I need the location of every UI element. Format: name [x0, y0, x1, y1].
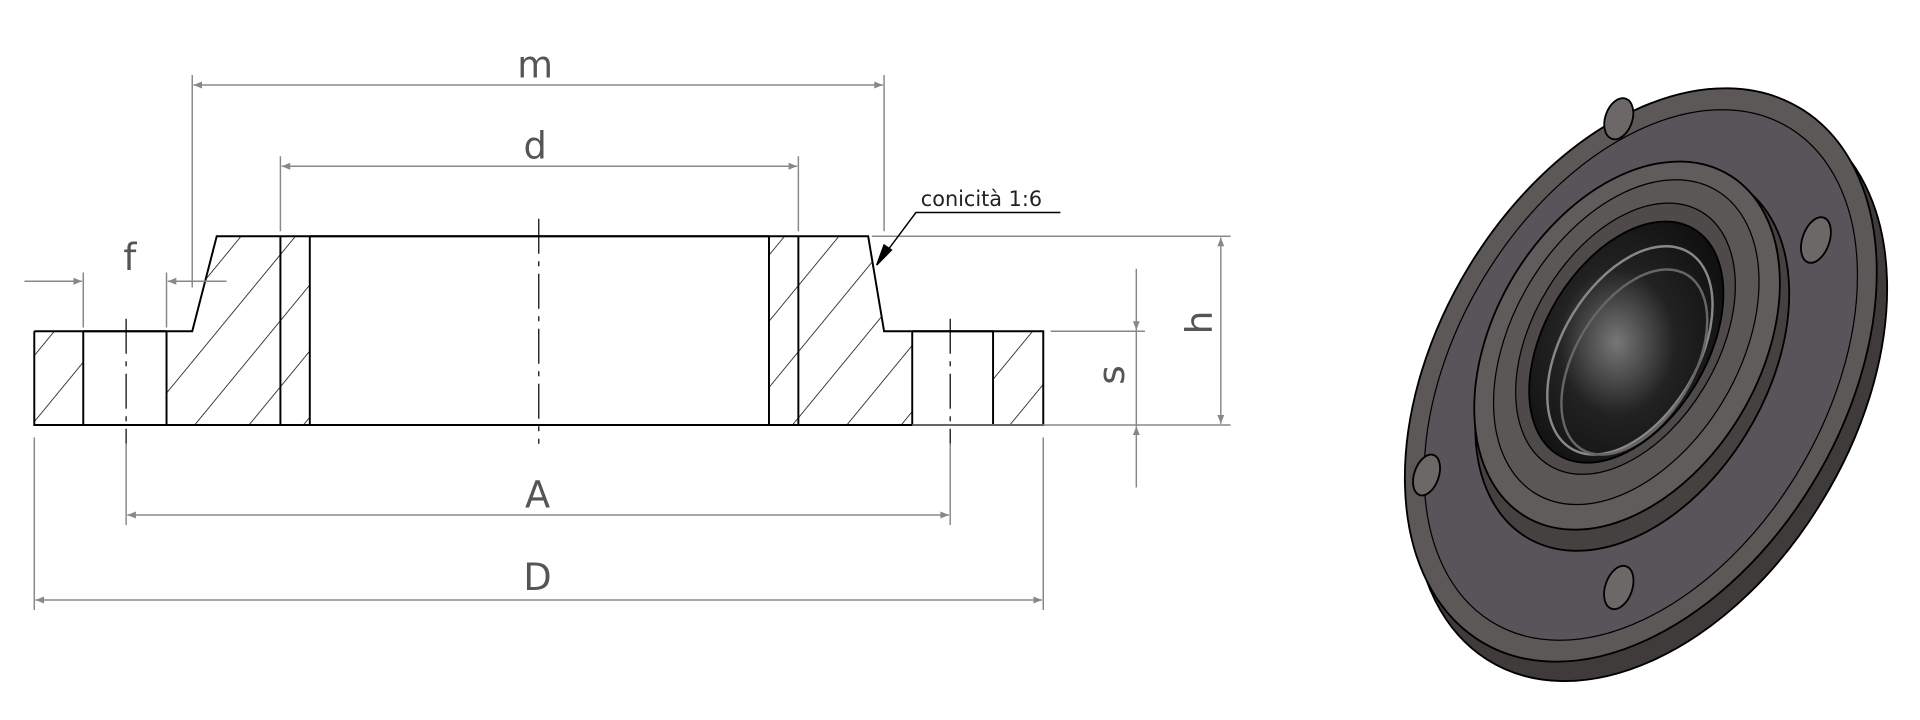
dim-label-m: m	[517, 43, 553, 86]
dim-label-h: h	[1179, 311, 1222, 335]
dim-label-s: s	[1090, 365, 1133, 385]
section-view	[33, 218, 1045, 444]
bolt-hole-icon	[1603, 97, 1635, 141]
threaded-bore	[1528, 220, 1725, 464]
dimension-labels: m d f h s A D conicità 1:6	[123, 43, 1221, 599]
flange-3d-render	[1403, 87, 1889, 683]
thread-line	[1546, 245, 1714, 456]
thread-line	[1560, 268, 1709, 456]
dim-label-A: A	[525, 473, 551, 516]
dim-label-f: f	[123, 236, 137, 279]
dim-label-D: D	[523, 556, 551, 599]
bolt-holes	[1412, 97, 1832, 611]
bolt-hole-icon	[1603, 564, 1635, 611]
dimension-lines	[24, 75, 1231, 610]
dim-label-d: d	[523, 124, 546, 167]
bolt-hole-icon	[1412, 453, 1441, 497]
bolt-hole-icon	[1800, 216, 1832, 264]
hatched-sections	[34, 236, 1044, 425]
centerlines	[125, 218, 951, 444]
taper-note: conicità 1:6	[921, 186, 1042, 211]
